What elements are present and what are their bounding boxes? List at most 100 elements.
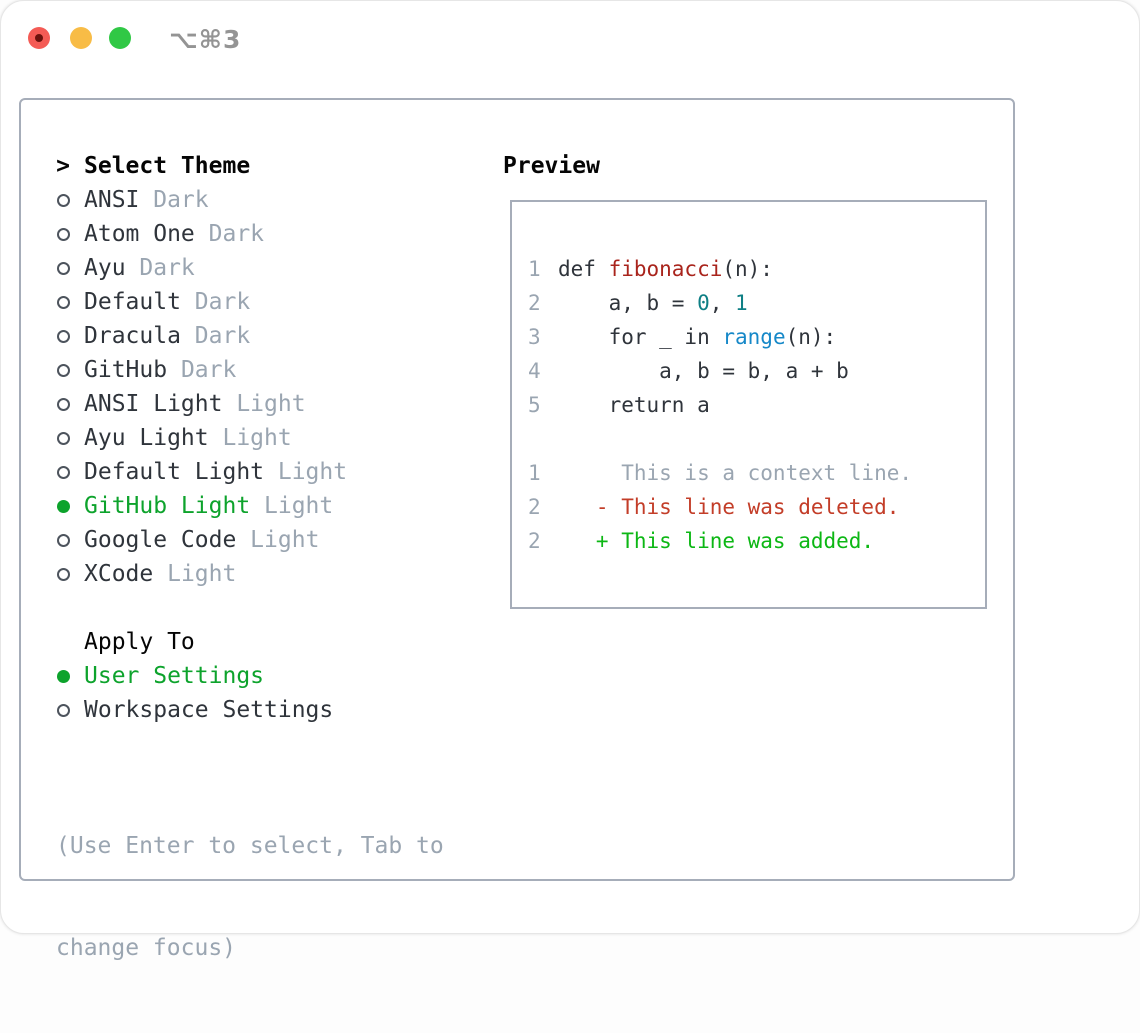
option-variant-tag: Light (264, 459, 347, 485)
option-label: GitHub Light (84, 493, 250, 519)
preview-title: Preview (503, 149, 600, 183)
option-variant-tag: Dark (181, 289, 250, 315)
option-variant-tag: Dark (181, 323, 250, 349)
radio-unselected-icon (57, 534, 70, 547)
hint-line-1: (Use Enter to select, Tab to (56, 829, 491, 863)
option-variant-tag: Dark (195, 221, 264, 247)
radio-unselected-icon (57, 466, 70, 479)
window-shortcut-label: ⌥⌘3 (169, 25, 241, 54)
radio-unselected-icon (57, 432, 70, 445)
preview-line (528, 422, 985, 456)
spacer (56, 727, 491, 761)
preview-line: 2 a, b = 0, 1 (528, 286, 985, 320)
radio-unselected-icon (57, 398, 70, 411)
option-label: Atom One (84, 221, 195, 247)
code-segment-code: return a (558, 393, 710, 417)
preview-line: 4 a, b = b, a + b (528, 354, 985, 388)
theme-option-ansi[interactable]: ANSI Dark (56, 183, 491, 217)
code-segment-code: a, b = b, a + b (558, 359, 849, 383)
option-label: Ayu (84, 255, 126, 281)
option-label: Default (84, 289, 181, 315)
code-segment-code: a, b = (558, 291, 697, 315)
theme-option-xcode[interactable]: XCode Light (56, 557, 491, 591)
theme-option-github[interactable]: GitHub Dark (56, 353, 491, 387)
line-number: 2 (528, 291, 558, 315)
spacer (56, 591, 491, 625)
theme-option-default-light[interactable]: Default Light Light (56, 455, 491, 489)
option-variant-tag: Light (209, 425, 292, 451)
line-number: 1 (528, 257, 558, 281)
theme-option-google-code[interactable]: Google Code Light (56, 523, 491, 557)
option-variant-tag: Dark (126, 255, 195, 281)
option-label: XCode (84, 561, 153, 587)
code-segment-code: def (558, 257, 609, 281)
theme-option-github-light[interactable]: GitHub Light Light (56, 489, 491, 523)
radio-unselected-icon (57, 262, 70, 275)
preview-line: 5 return a (528, 388, 985, 422)
select-theme-header: > Select Theme (56, 149, 491, 183)
line-number: 5 (528, 393, 558, 417)
option-variant-tag: Light (236, 527, 319, 553)
minimize-button[interactable] (70, 27, 92, 49)
option-variant-tag: Light (153, 561, 236, 587)
code-segment-code: for _ in (558, 325, 722, 349)
apply-option-workspace-settings[interactable]: Workspace Settings (56, 693, 491, 727)
theme-option-dracula[interactable]: Dracula Dark (56, 319, 491, 353)
radio-unselected-icon (57, 364, 70, 377)
radio-unselected-icon (57, 228, 70, 241)
radio-unselected-icon (57, 704, 70, 717)
option-label: Google Code (84, 527, 236, 553)
theme-option-ayu[interactable]: Ayu Dark (56, 251, 491, 285)
hint-line-2: change focus) (56, 931, 491, 965)
code-segment-code: (n): (722, 257, 773, 281)
code-segment-deleted: - This line was deleted. (558, 495, 899, 519)
code-segment-num: 0 (697, 291, 710, 315)
apply-to-title: Apply To (84, 629, 195, 655)
code-segment-context: This is a context line. (558, 461, 912, 485)
line-number: 2 (528, 495, 558, 519)
line-number: 4 (528, 359, 558, 383)
option-label: Dracula (84, 323, 181, 349)
option-label: Workspace Settings (84, 697, 333, 723)
option-label: User Settings (84, 663, 264, 689)
close-button[interactable] (28, 27, 50, 49)
close-dot-icon (35, 34, 43, 42)
option-variant-tag: Light (222, 391, 305, 417)
option-label: Default Light (84, 459, 264, 485)
code-segment-func: fibonacci (609, 257, 723, 281)
preview-line: 3 for _ in range(n): (528, 320, 985, 354)
apply-option-user-settings[interactable]: User Settings (56, 659, 491, 693)
titlebar: ⌥⌘3 (1, 1, 1139, 75)
option-label: ANSI (84, 187, 139, 213)
prompt-caret-icon: > (56, 153, 70, 179)
option-label: Ayu Light (84, 425, 209, 451)
theme-option-atom-one[interactable]: Atom One Dark (56, 217, 491, 251)
radio-selected-icon (57, 670, 70, 683)
theme-option-ayu-light[interactable]: Ayu Light Light (56, 421, 491, 455)
option-label: GitHub (84, 357, 167, 383)
hint-text: (Use Enter to select, Tab to change focu… (56, 761, 491, 1033)
line-number: 1 (528, 461, 558, 485)
theme-option-default[interactable]: Default Dark (56, 285, 491, 319)
zoom-button[interactable] (109, 27, 131, 49)
radio-unselected-icon (57, 194, 70, 207)
option-variant-tag: Dark (167, 357, 236, 383)
radio-unselected-icon (57, 330, 70, 343)
preview-line: 1 This is a context line. (528, 456, 985, 490)
code-segment-code: (n): (786, 325, 837, 349)
preview-line: 2 - This line was deleted. (528, 490, 985, 524)
theme-option-ansi-light[interactable]: ANSI Light Light (56, 387, 491, 421)
radio-selected-icon (57, 500, 70, 513)
radio-unselected-icon (57, 296, 70, 309)
preview-line: 2 + This line was added. (528, 524, 985, 558)
panel-title: Select Theme (84, 153, 250, 179)
line-number: 3 (528, 325, 558, 349)
